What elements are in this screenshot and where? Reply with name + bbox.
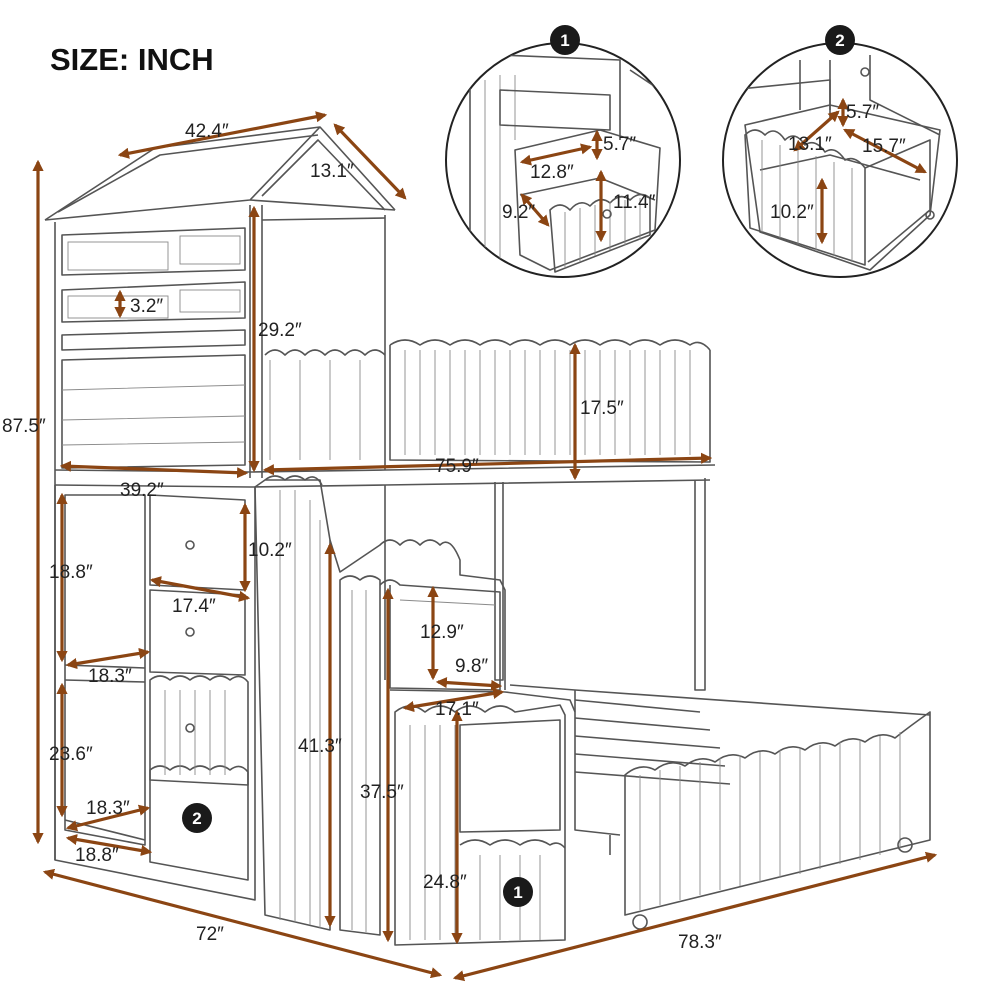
dim-overall-width: 72″ [196, 924, 224, 945]
dim-top-length: 75.9″ [435, 456, 479, 477]
dim-d1-front: 11.4″ [613, 192, 656, 213]
badge-2-main: 2 [182, 803, 212, 833]
dim-cabinet-lower: 23.6″ [49, 744, 93, 765]
dim-stair-low-height: 24.8″ [423, 872, 467, 893]
detail-drawer-1: 12.8″ 5.7″ 9.2″ 11.4″ 1 [445, 25, 681, 278]
dim-window-height: 29.2″ [258, 320, 302, 341]
dim-step-height: 12.9″ [420, 622, 464, 643]
dim-d2-height: 5.7″ [846, 102, 879, 123]
svg-text:2: 2 [192, 809, 201, 828]
dim-cabinet-depth: 18.8″ [75, 845, 119, 866]
dim-d1-depth: 12.8″ [530, 162, 574, 183]
dim-step-depth: 9.8″ [455, 656, 488, 677]
dim-d2-front: 10.2″ [770, 202, 814, 223]
svg-text:1: 1 [513, 883, 522, 902]
dim-guard-rail: 17.5″ [580, 398, 624, 419]
dim-drawer-front-height: 10.2″ [248, 540, 292, 561]
dim-stair-mid-height: 37.5″ [360, 782, 404, 803]
dimension-labels: 42.4″ 13.1″ 87.5″ 3.2″ 29.2″ 17.5″ 39.2″… [2, 121, 722, 953]
dim-overall-length: 78.3″ [678, 932, 722, 953]
dim-cabinet-upper: 18.8″ [49, 562, 93, 583]
badge-1-detail: 1 [560, 31, 569, 50]
dim-d2-depth: 15.7″ [862, 136, 906, 157]
dim-roof-width: 42.4″ [185, 121, 229, 142]
dim-stair-top-height: 41.3″ [298, 736, 342, 757]
dim-shelf-upper: 18.3″ [88, 666, 132, 687]
badge-1-main: 1 [503, 877, 533, 907]
dim-total-height: 87.5″ [2, 416, 46, 437]
badge-2-detail: 2 [835, 31, 844, 50]
dim-d1-height: 5.7″ [603, 134, 636, 155]
dim-d1-width: 9.2″ [502, 202, 535, 223]
dim-drawer-front-width: 17.4″ [172, 596, 216, 617]
dim-step-width: 17.1″ [435, 699, 479, 720]
detail-drawer-2: 13.1″ 5.7″ 15.7″ 10.2″ 2 [722, 25, 958, 278]
dim-d2-width: 13.1″ [788, 134, 832, 155]
dim-window-gap: 3.2″ [130, 296, 163, 317]
dim-top-width: 39.2″ [120, 480, 164, 501]
dim-roof-depth: 13.1″ [310, 161, 354, 182]
size-unit-title: SIZE: INCH [50, 42, 214, 77]
dimension-lines [32, 111, 938, 982]
dim-shelf-lower: 18.3″ [86, 798, 130, 819]
